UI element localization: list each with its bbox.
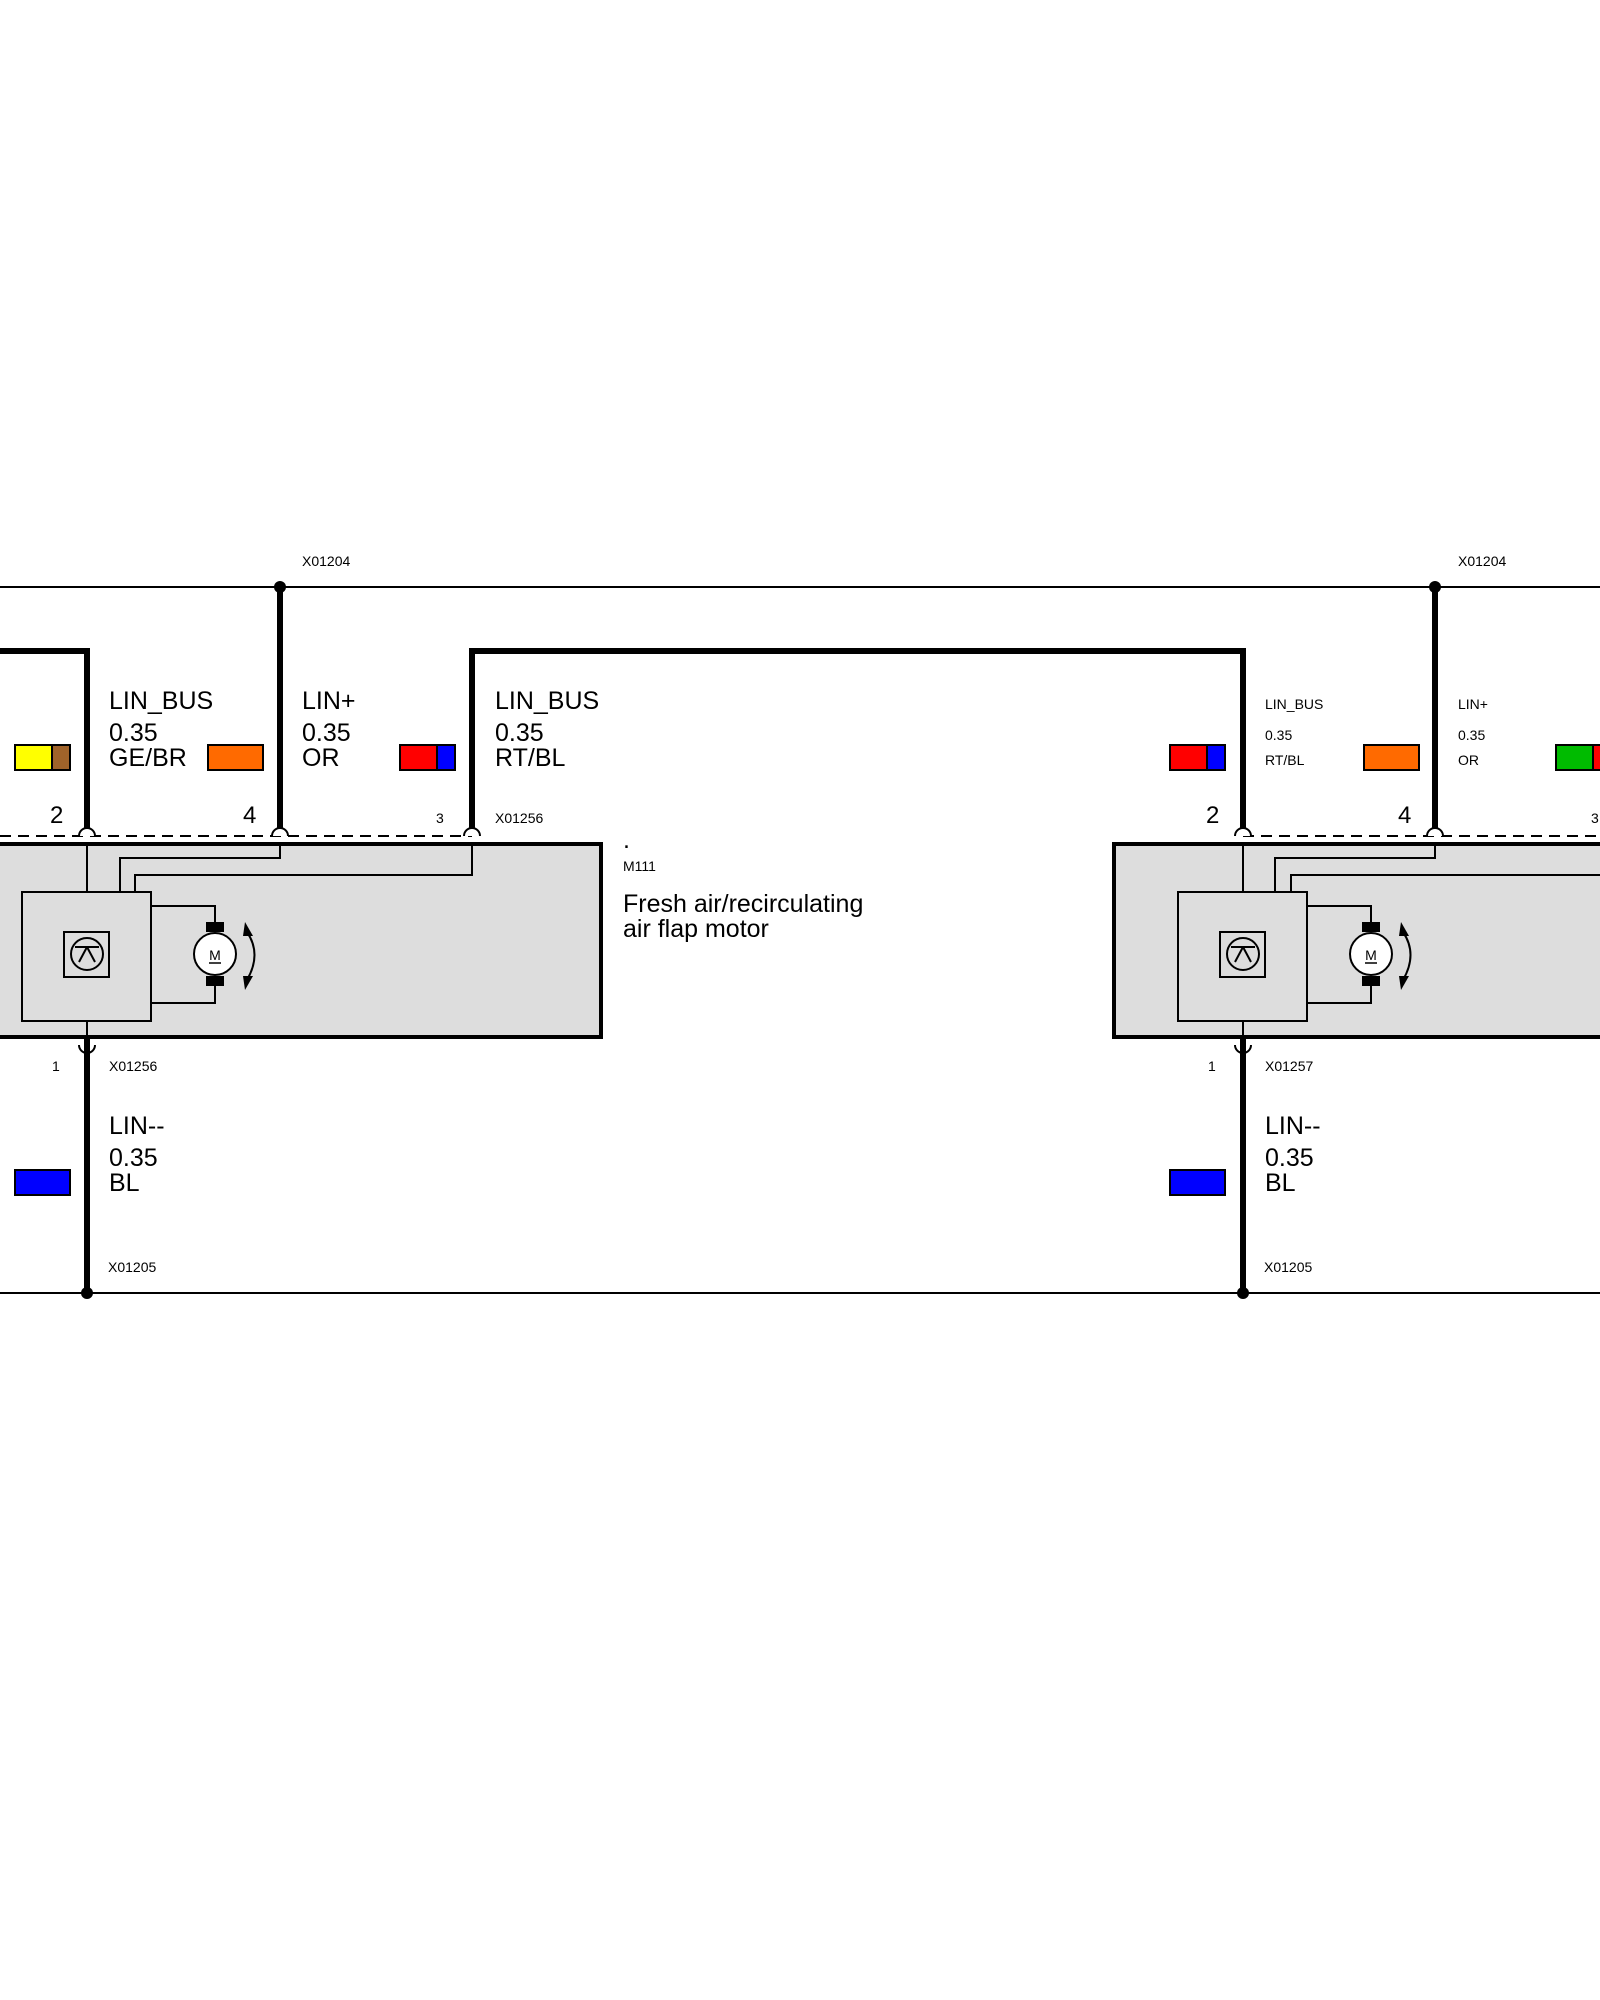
motor-icon: M [1349, 922, 1393, 986]
wire-gauge-label: 0.35 [1265, 1144, 1314, 1172]
wire-gauge-label: 0.35 [109, 1144, 158, 1172]
pin-notch [1234, 827, 1252, 837]
pin-notch [271, 827, 289, 837]
connector-label: X01204 [302, 553, 350, 569]
color-swatch-rt-bl [399, 744, 456, 771]
transistor-icon [1219, 931, 1266, 978]
wire-gauge-label: 0.35 [1265, 727, 1292, 743]
color-swatch-bl [1169, 1169, 1226, 1196]
wire-signal-label: LIN_BUS [109, 687, 213, 715]
rotation-arrow-icon [243, 922, 256, 990]
pin-number: 2 [50, 802, 63, 829]
motor-icon: M [193, 922, 237, 986]
internal-wire [1307, 905, 1372, 926]
wire-signal-label: LIN+ [1458, 696, 1488, 712]
component-name: Fresh air/recirculating [623, 890, 863, 918]
pin-number: 4 [243, 802, 256, 829]
internal-wire [151, 905, 216, 926]
pin-number: 3 [436, 810, 444, 826]
wire-lin-bus-bridge [469, 648, 1246, 830]
motor-label: M [1365, 947, 1377, 963]
wire-color-label: GE/BR [109, 744, 187, 772]
internal-wire [1307, 984, 1372, 1004]
connector-label: X01204 [1458, 553, 1506, 569]
pin-notch [1426, 827, 1444, 837]
wire-signal-label: LIN_BUS [1265, 696, 1323, 712]
pin-number: 2 [1206, 802, 1219, 829]
connector-label: X01205 [1264, 1259, 1312, 1275]
pin-number: 4 [1398, 802, 1411, 829]
internal-wire [1290, 874, 1600, 892]
wire-color-label: RT/BL [495, 744, 565, 772]
connector-label: X01205 [108, 1259, 156, 1275]
internal-wire [134, 844, 473, 892]
transistor-icon [63, 931, 110, 978]
wire-signal-label: LIN_BUS [495, 687, 599, 715]
pin-number: 3 [1591, 810, 1599, 826]
wire-color-label: RT/BL [1265, 752, 1305, 768]
connector-label: X01256 [109, 1058, 157, 1074]
component-name: air flap motor [623, 915, 769, 943]
connector-label: X01256 [495, 810, 543, 826]
wire-color-label: BL [109, 1169, 140, 1197]
pin-number: 1 [52, 1058, 60, 1074]
wire-color-label: OR [1458, 752, 1479, 768]
internal-wire [119, 844, 281, 892]
component-id: M111 [623, 858, 656, 874]
pin-notch [463, 827, 481, 837]
component-dot: . [623, 826, 630, 854]
color-swatch-rt-bl [1169, 744, 1226, 771]
wire-signal-label: LIN-- [109, 1112, 165, 1140]
color-swatch-bl [14, 1169, 71, 1196]
motor-label: M [209, 947, 221, 963]
internal-wire [151, 984, 216, 1004]
control-electronics-box [1177, 891, 1308, 1022]
wire-gauge-label: 0.35 [302, 719, 351, 747]
rotation-arrow-icon [1399, 922, 1412, 990]
connector-label: X01257 [1265, 1058, 1313, 1074]
control-electronics-box [21, 891, 152, 1022]
wire-gauge-label: 0.35 [1458, 727, 1485, 743]
pin-notch [78, 827, 96, 837]
wire-gauge-label: 0.35 [495, 719, 544, 747]
wire-lin-bus [0, 648, 90, 830]
wire-color-label: OR [302, 744, 340, 772]
color-swatch-or [207, 744, 264, 771]
wire-color-label: BL [1265, 1169, 1296, 1197]
color-swatch-ge-br [14, 744, 71, 771]
wire-signal-label: LIN-- [1265, 1112, 1321, 1140]
wire-signal-label: LIN+ [302, 687, 356, 715]
internal-wire [1274, 844, 1436, 892]
color-swatch-or [1363, 744, 1420, 771]
pin-number: 1 [1208, 1058, 1216, 1074]
color-swatch-gn-rt [1555, 744, 1600, 771]
wire-gauge-label: 0.35 [109, 719, 158, 747]
